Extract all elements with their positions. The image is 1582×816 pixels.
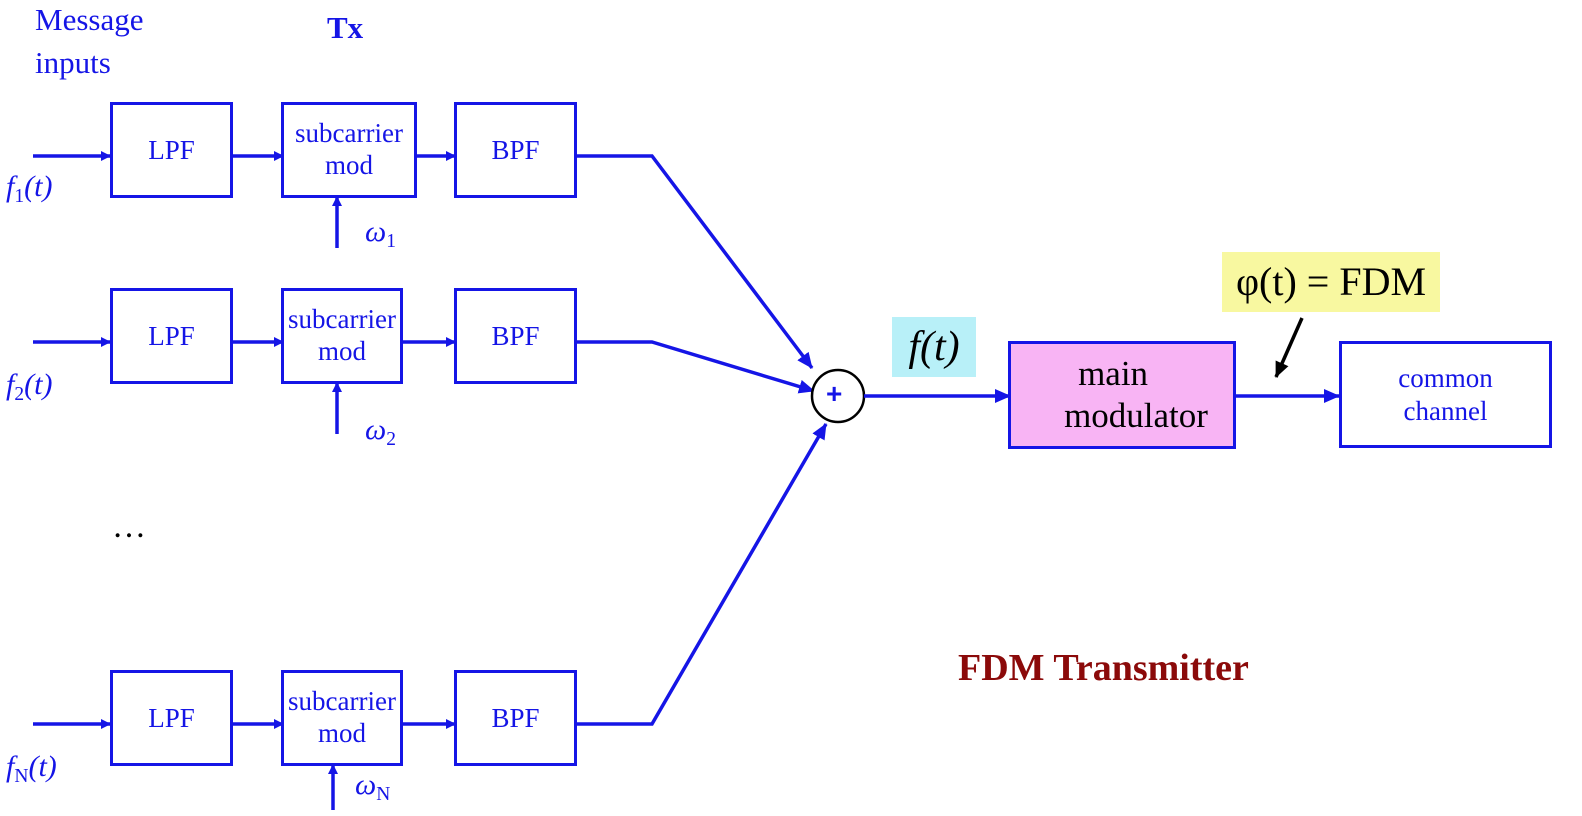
input-label-2: f2(t)	[6, 368, 53, 405]
bpf-block-1: BPF	[454, 102, 577, 198]
subcarrier-label: subcarrier	[288, 686, 396, 717]
common-label: common	[1398, 363, 1493, 394]
bpf-block-n: BPF	[454, 670, 577, 766]
input-label-n: fN(t)	[6, 750, 57, 787]
channel-1-wiring	[33, 151, 814, 370]
lpf-block-n: LPF	[110, 670, 233, 766]
phi-pointer-arrow	[1274, 317, 1304, 378]
sum-output-label: f(t)	[892, 317, 976, 377]
mod-label: mod	[324, 150, 373, 180]
omega-label-1: ω1	[365, 215, 396, 252]
mod-label: mod	[317, 336, 366, 366]
bpf-label: BPF	[491, 320, 540, 351]
lpf-block-1: LPF	[110, 102, 233, 198]
modulator-label: modulator	[1064, 396, 1208, 435]
diagram-title: FDM Transmitter	[958, 647, 1249, 689]
input-label-1: f1(t)	[6, 170, 53, 207]
subcarrier-label: subcarrier	[288, 304, 396, 335]
mod-label: mod	[317, 718, 366, 748]
channel-label: channel	[1403, 395, 1488, 426]
lpf-block-2: LPF	[110, 288, 233, 384]
ellipsis: …	[112, 508, 146, 545]
message-inputs-label: Message inputs	[35, 2, 144, 80]
lpf-label: LPF	[148, 134, 195, 165]
summer-plus: +	[826, 378, 843, 409]
main-modulator-block: main modulator	[1008, 341, 1236, 449]
channel-n-wiring	[33, 423, 828, 810]
channel-2-wiring	[33, 337, 815, 434]
omega-label-n: ωN	[355, 768, 391, 805]
bpf-block-2: BPF	[454, 288, 577, 384]
bpf-label: BPF	[491, 702, 540, 733]
subcarrier-label: subcarrier	[295, 118, 403, 149]
lpf-label: LPF	[148, 320, 195, 351]
bpf-label: BPF	[491, 134, 540, 165]
fdm-signal-label: φ(t) = FDM	[1222, 252, 1440, 312]
omega-label-2: ω2	[365, 413, 396, 450]
common-channel-block: common channel	[1339, 341, 1552, 448]
main-label: main	[1078, 354, 1149, 393]
lpf-label: LPF	[148, 702, 195, 733]
tx-label: Tx	[327, 10, 364, 45]
